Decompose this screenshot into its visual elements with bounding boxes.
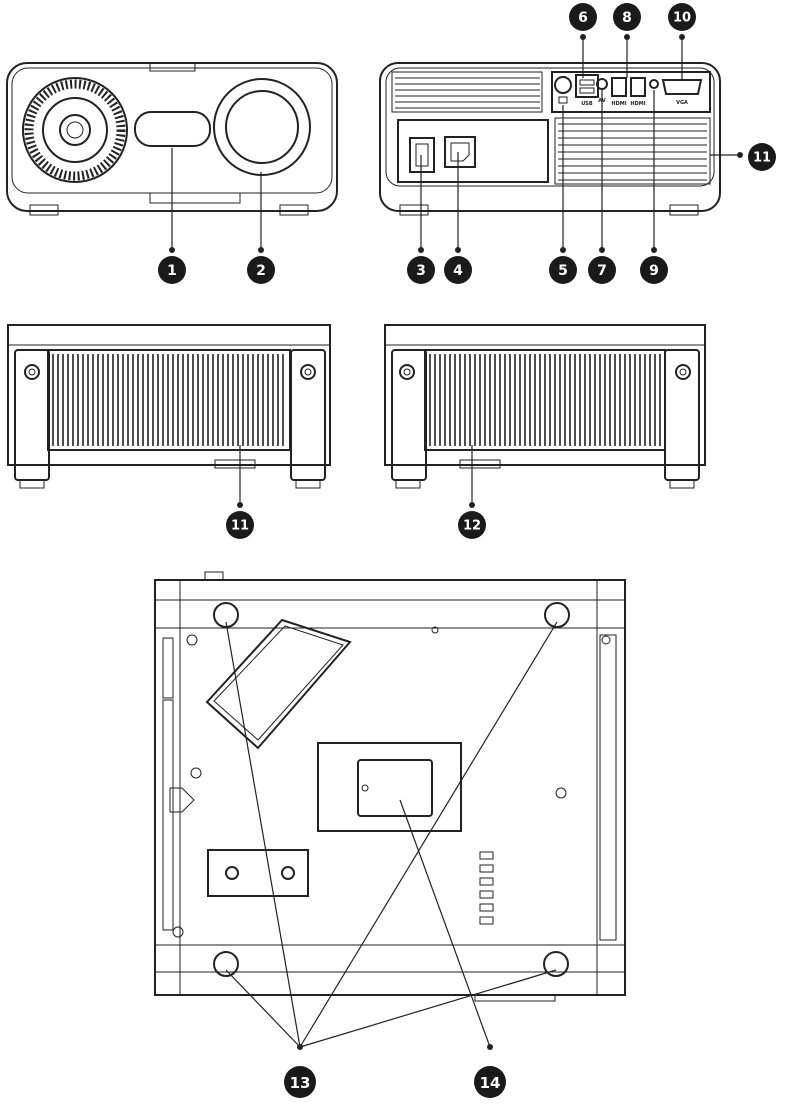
callout-14: 14	[474, 1066, 506, 1098]
lens-graphic	[214, 79, 310, 175]
hdmi2-port-label: HDMI	[630, 101, 645, 107]
hdmi1-port-graphic	[612, 78, 626, 96]
callout-12: 12	[458, 511, 486, 539]
callout-5-label: 5	[558, 263, 568, 279]
callout-12-label: 12	[463, 519, 481, 534]
bottom-view	[155, 572, 625, 1001]
headphone-port-graphic	[650, 80, 658, 88]
callout-9-label: 9	[649, 263, 659, 279]
vga-port-graphic	[663, 80, 701, 94]
callout-8-label: 8	[622, 10, 632, 26]
callout-6: 6	[569, 3, 597, 31]
callout-8: 8	[613, 3, 641, 31]
callout-6-label: 6	[578, 10, 588, 26]
callout-9: 9	[640, 256, 668, 284]
callout-2: 2	[247, 256, 275, 284]
callout-11-side-label: 11	[231, 519, 249, 534]
callout-11-rear: 11	[748, 143, 776, 171]
hdmi1-port-label: HDMI	[611, 101, 626, 107]
callout-1-label: 1	[167, 263, 177, 279]
callout-1: 1	[158, 256, 186, 284]
callout-3: 3	[407, 256, 435, 284]
callout-11-rear-label: 11	[753, 151, 771, 166]
callout-4-label: 4	[453, 263, 463, 279]
callout-10: 10	[668, 3, 696, 31]
hdmi2-port-graphic	[631, 78, 645, 96]
callout-5: 5	[549, 256, 577, 284]
callout-7-label: 7	[597, 263, 607, 279]
callout-4: 4	[444, 256, 472, 284]
usb-port-graphic	[576, 75, 598, 97]
callout-14-label: 14	[480, 1074, 501, 1092]
side-vent-left-slats	[53, 354, 283, 446]
usb-port-label: USB	[581, 101, 593, 107]
focus-wheel-graphic	[23, 78, 127, 182]
left-side-view	[8, 325, 330, 488]
right-side-view	[385, 325, 705, 488]
rear-vent-right	[555, 118, 710, 184]
rear-vent-top	[392, 72, 542, 112]
callout-11-side: 11	[226, 511, 254, 539]
callout-10-label: 10	[673, 11, 691, 26]
callout-7: 7	[588, 256, 616, 284]
foot-top-right	[545, 603, 569, 627]
side-vent-right-slats	[430, 354, 660, 446]
cover-plate-graphic	[318, 743, 461, 831]
rear-view: USB AV HDMI HDMI VGA	[380, 63, 720, 215]
vga-port-label: VGA	[676, 100, 688, 106]
callout-2-label: 2	[256, 263, 266, 279]
callout-13: 13	[284, 1066, 316, 1098]
callout-3-label: 3	[416, 263, 426, 279]
callout-13-label: 13	[290, 1074, 311, 1092]
ir-window-graphic	[135, 112, 210, 146]
ir-receiver-graphic	[555, 77, 571, 93]
power-socket-graphic	[445, 137, 475, 167]
power-switch-graphic	[410, 138, 434, 172]
